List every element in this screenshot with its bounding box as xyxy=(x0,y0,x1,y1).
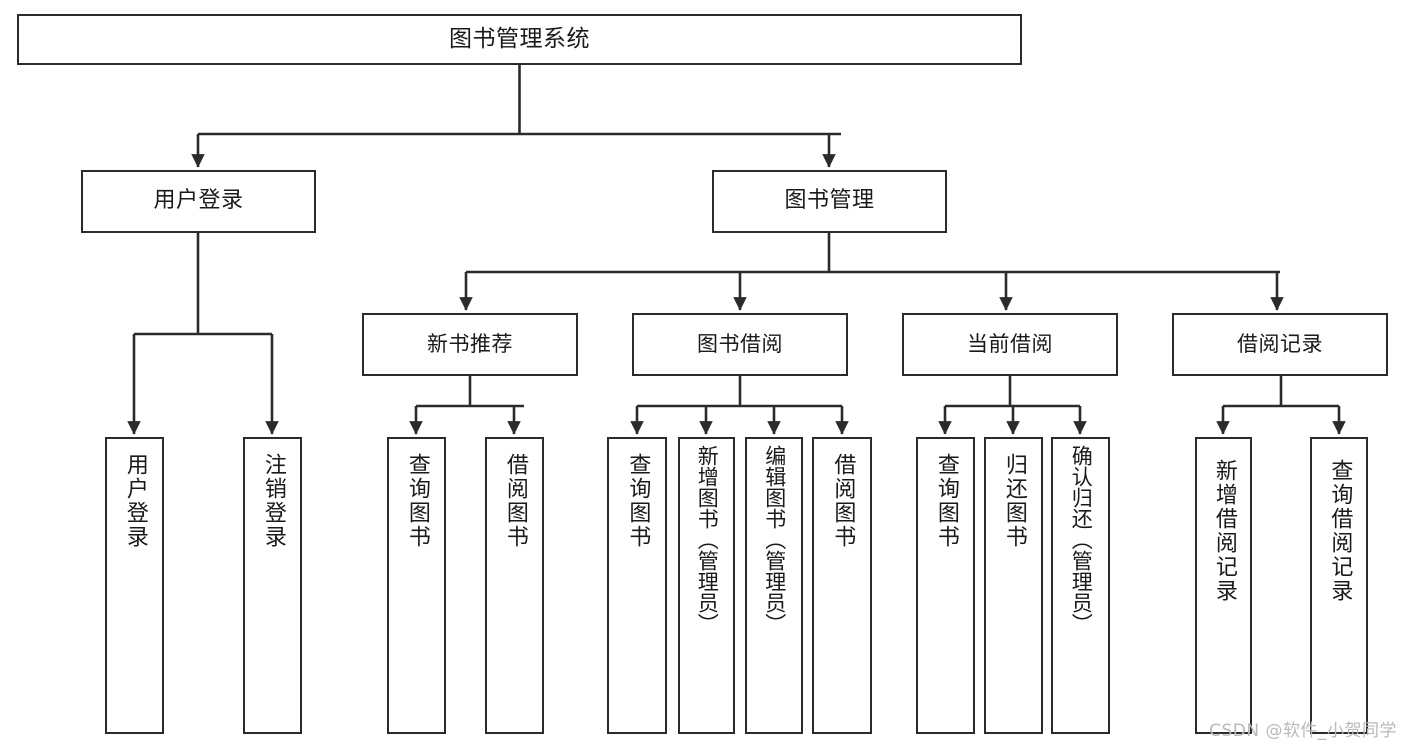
leaf-query-book-1[interactable]: 查询图书 xyxy=(387,437,446,734)
node-current-borrow[interactable]: 当前借阅 xyxy=(902,313,1118,376)
leaf-logout-login-label: 注销登录 xyxy=(260,453,286,549)
leaf-query-book-3[interactable]: 查询图书 xyxy=(916,437,975,734)
node-new-book-recommend-label: 新书推荐 xyxy=(427,331,513,356)
leaf-confirm-return-admin[interactable]: 确认归还（管理员） xyxy=(1051,437,1110,734)
node-book-manage-label: 图书管理 xyxy=(784,188,875,214)
leaf-borrow-book-2[interactable]: 借阅图书 xyxy=(812,437,872,734)
node-current-borrow-label: 当前借阅 xyxy=(967,331,1053,356)
leaf-query-borrow-record-label: 查询借阅记录 xyxy=(1327,459,1353,603)
leaf-borrow-book-1[interactable]: 借阅图书 xyxy=(485,437,544,734)
node-borrow-record[interactable]: 借阅记录 xyxy=(1172,313,1388,376)
node-root-label: 图书管理系统 xyxy=(449,25,590,52)
leaf-edit-book-admin-label: 编辑图书（管理员） xyxy=(762,445,787,634)
node-user-login-label: 用户登录 xyxy=(153,188,244,214)
leaf-logout-login[interactable]: 注销登录 xyxy=(243,437,302,734)
leaf-add-book-admin[interactable]: 新增图书（管理员） xyxy=(678,437,735,734)
leaf-query-book-1-label: 查询图书 xyxy=(404,453,430,549)
leaf-add-borrow-record[interactable]: 新增借阅记录 xyxy=(1195,437,1252,734)
leaf-confirm-return-admin-label: 确认归还（管理员） xyxy=(1069,445,1094,634)
leaf-edit-book-admin[interactable]: 编辑图书（管理员） xyxy=(745,437,803,734)
leaf-query-book-2[interactable]: 查询图书 xyxy=(607,437,667,734)
leaf-add-book-admin-label: 新增图书（管理员） xyxy=(695,445,720,634)
leaf-borrow-book-1-label: 借阅图书 xyxy=(502,453,528,549)
leaf-borrow-book-2-label: 借阅图书 xyxy=(830,453,856,549)
node-book-borrow[interactable]: 图书借阅 xyxy=(632,313,848,376)
leaf-return-book[interactable]: 归还图书 xyxy=(984,437,1043,734)
leaf-query-borrow-record[interactable]: 查询借阅记录 xyxy=(1310,437,1368,734)
leaf-query-book-2-label: 查询图书 xyxy=(625,453,651,549)
leaf-user-login-label: 用户登录 xyxy=(122,453,148,549)
leaf-add-borrow-record-label: 新增借阅记录 xyxy=(1211,459,1237,603)
node-borrow-record-label: 借阅记录 xyxy=(1237,331,1323,356)
leaf-user-login[interactable]: 用户登录 xyxy=(105,437,164,734)
node-user-login[interactable]: 用户登录 xyxy=(81,170,316,233)
node-book-borrow-label: 图书借阅 xyxy=(697,331,783,356)
node-new-book-recommend[interactable]: 新书推荐 xyxy=(362,313,578,376)
node-root[interactable]: 图书管理系统 xyxy=(17,14,1022,65)
node-book-manage[interactable]: 图书管理 xyxy=(712,170,947,233)
leaf-return-book-label: 归还图书 xyxy=(1001,453,1027,549)
leaf-query-book-3-label: 查询图书 xyxy=(933,453,959,549)
